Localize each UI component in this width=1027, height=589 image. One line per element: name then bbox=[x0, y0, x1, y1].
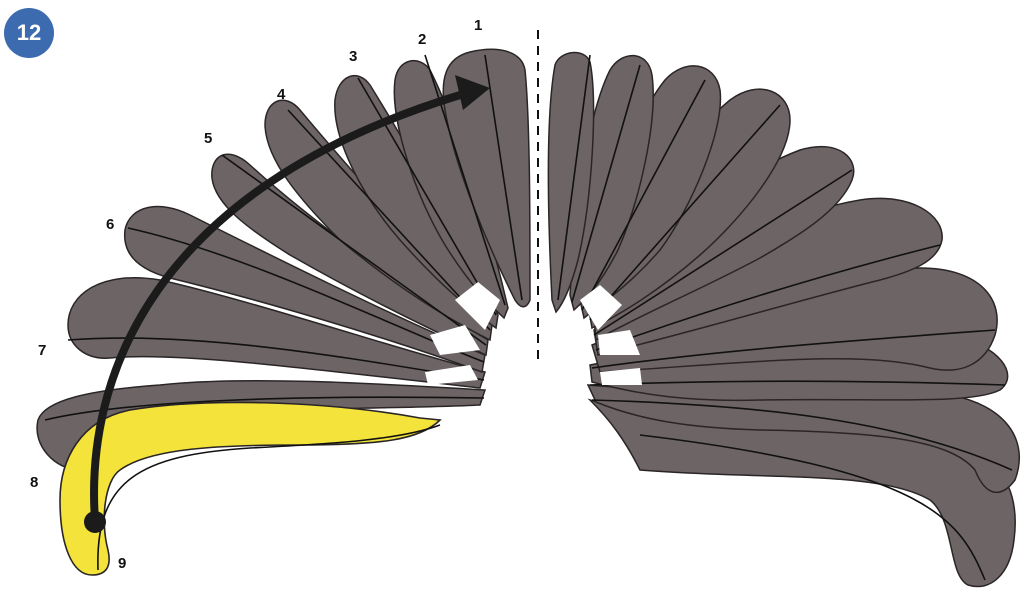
label-7: 7 bbox=[38, 342, 46, 359]
label-2: 2 bbox=[418, 31, 426, 48]
label-1: 1 bbox=[474, 17, 482, 34]
label-6: 6 bbox=[106, 216, 114, 233]
label-5: 5 bbox=[204, 130, 212, 147]
label-4: 4 bbox=[277, 86, 286, 103]
label-3: 3 bbox=[349, 48, 357, 65]
highlighted-outer-feather bbox=[60, 402, 440, 575]
label-9: 9 bbox=[118, 555, 126, 572]
arrow-origin-dot bbox=[84, 511, 106, 533]
label-8: 8 bbox=[30, 474, 38, 491]
